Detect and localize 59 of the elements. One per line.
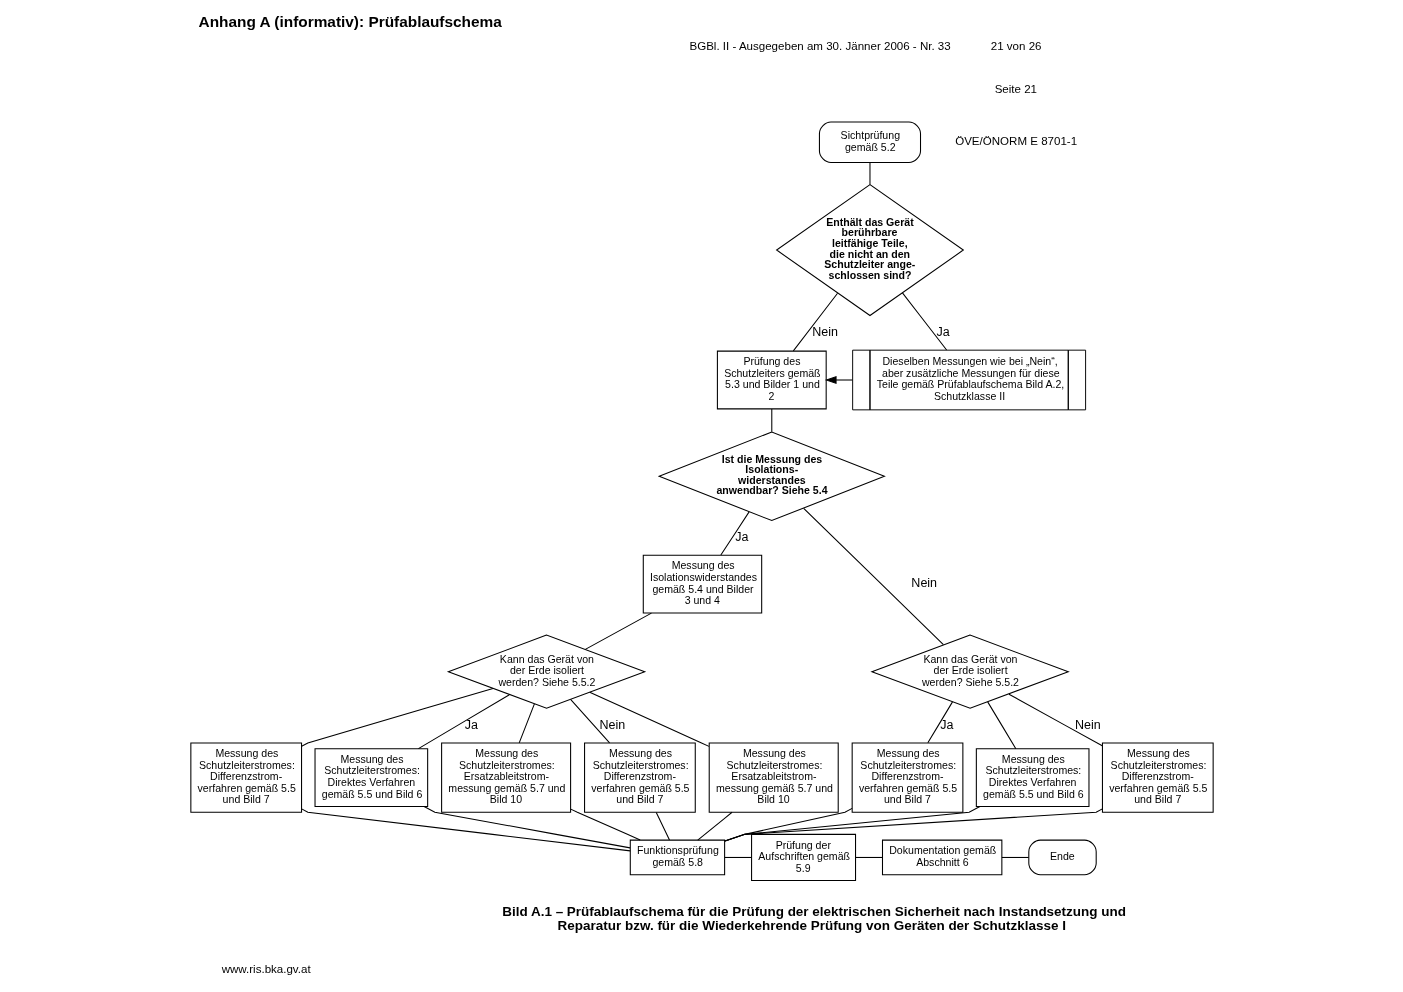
connector <box>723 808 1103 842</box>
connector <box>854 856 883 858</box>
label: 21 von 26 <box>990 40 1042 53</box>
node-diamond: Kann das Gerät von der Erde isoliert werden? Siehe 5.5.2 <box>446 634 646 709</box>
node-box: Prüfung der Aufschriften gemäß 5.9 <box>750 833 856 882</box>
diagram-title: Anhang A (informativ): Prüfablaufschema <box>198 13 502 31</box>
node-box: Messung des Schutzleiterstromes: Ersatzableitstrom- messung gemäß 5.7 und Bild 10 <box>440 742 571 813</box>
node-box: Messung des Schutzleiterstromes: Direktes Verfahren gemäß 5.5 und Bild 6 <box>975 748 1089 807</box>
node-box: Sichtprüfung gemäß 5.2 <box>818 121 921 163</box>
node-box: Messung des Schutzleiterstromes: Differenzstrom- verfahren gemäß 5.5 und Bild 7 <box>189 742 302 813</box>
label: Seite 21 <box>994 82 1037 95</box>
connector <box>926 701 953 744</box>
node-box: Messung des Schutzleiterstromes: Ersatzableitstrom- messung gemäß 5.7 und Bild 10 <box>708 742 839 813</box>
connector <box>300 808 631 852</box>
connector <box>719 511 750 556</box>
connector <box>770 408 772 433</box>
connector <box>569 698 610 744</box>
connector <box>569 808 641 841</box>
arrow <box>824 375 853 385</box>
connector <box>1000 856 1029 858</box>
edge-label: Ja <box>734 530 748 545</box>
node-box: Messung des Isolationswiderstandes gemäß 5.4 und Bilder 3 und 4 <box>642 554 762 614</box>
edge-label: Ja <box>935 325 950 340</box>
connector <box>417 694 510 750</box>
node-diamond: Ist die Messung des Isolations- widerstandes anwendbar? Siehe 5.4 <box>657 431 886 522</box>
node-diamond: Enthält das Gerät berührbare leitfähige Teile, die nicht an den Schutzleiter ange- schlossen sind? <box>775 183 964 317</box>
connector <box>802 507 944 646</box>
label: www.ris.bka.gv.at <box>221 962 311 975</box>
label: BGBl. II - Ausgegeben am 30. Jänner 2006 - Nr. 33 <box>688 40 951 53</box>
edge-label: Ja <box>464 717 478 732</box>
node-box: Messung des Schutzleiterstromes: Differenzstrom- verfahren gemäß 5.5 und Bild 7 <box>583 742 696 813</box>
node-box: Messung des Schutzleiterstromes: Differenzstrom- verfahren gemäß 5.5 und Bild 7 <box>851 742 963 813</box>
connector <box>901 292 947 351</box>
node-box: Ende <box>1027 839 1097 876</box>
node-box: Dokumentation gemäß Abschnitt 6 <box>881 839 1002 876</box>
node-diamond: Kann das Gerät von der Erde isoliert werden? Siehe 5.5.2 <box>869 634 1070 709</box>
node-box: Messung des Schutzleiterstromes: Differenzstrom- verfahren gemäß 5.5 und Bild 7 <box>1101 742 1214 813</box>
node-box: Messung des Schutzleiterstromes: Direktes Verfahren gemäß 5.5 und Bild 6 <box>314 748 428 807</box>
caption: Bild A.1 – Prüfablaufschema für die Prüfung der elektrischen Sicherheit nach Instandsetzung und Reparatur bzw. für die Wiederkehrende Prüfung von Geräten der Schutzklasse I <box>501 904 1126 933</box>
edge-label: Nein <box>598 717 625 732</box>
connector <box>792 292 838 352</box>
edge-label: Nein <box>811 325 838 340</box>
edge-label: Nein <box>1074 717 1101 732</box>
connector <box>723 856 752 858</box>
node-box: Prüfung des Schutzleiters gemäß 5.3 und Bilder 1 und 2 <box>716 350 827 410</box>
connector <box>423 805 631 849</box>
connector <box>986 701 1016 750</box>
edge-label: Ja <box>939 717 953 732</box>
connector <box>300 687 493 747</box>
connector <box>588 691 709 747</box>
connector <box>518 703 535 744</box>
label: ÖVE/ÖNORM E 8701-1 <box>954 135 1077 148</box>
edge-label: Nein <box>910 576 937 591</box>
connector <box>696 811 733 841</box>
connector <box>868 162 870 186</box>
node-box: Funktionsprüfung gemäß 5.8 <box>629 839 725 876</box>
connector <box>1007 693 1103 747</box>
connector <box>655 811 670 841</box>
connector <box>584 612 652 650</box>
